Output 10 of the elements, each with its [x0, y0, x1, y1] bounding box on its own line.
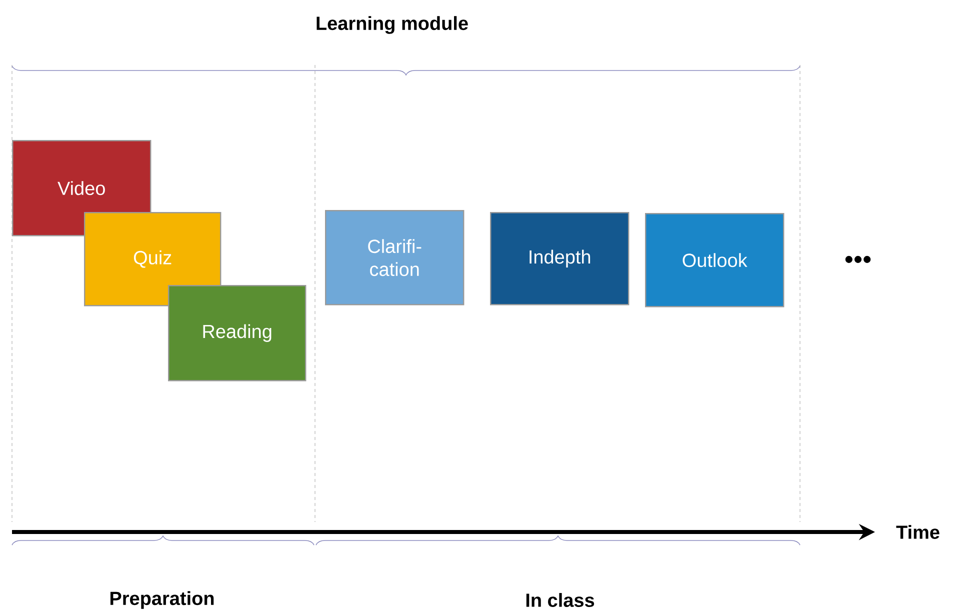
- activity-box: Indepth: [490, 212, 630, 306]
- ellipsis: •••: [845, 256, 871, 263]
- phase-label: Preparation: [110, 591, 214, 609]
- activity-box: Outlook: [645, 213, 784, 308]
- title-label: Learning module: [316, 16, 468, 34]
- axis-label: Time: [896, 525, 940, 539]
- activity-box: Reading: [168, 285, 306, 382]
- activity-box: Clarifi- cation: [325, 210, 464, 306]
- activity-box: Quiz: [84, 212, 222, 306]
- phase-label: In class: [526, 593, 594, 607]
